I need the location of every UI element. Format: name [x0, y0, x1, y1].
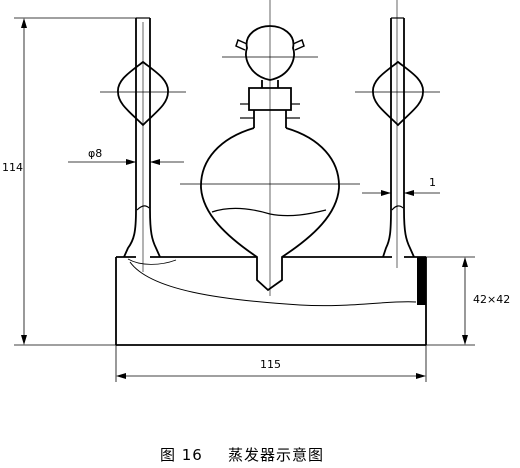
dim-label-wall: 1	[429, 176, 436, 189]
stopper-right-knob	[292, 38, 305, 51]
left-tube	[123, 17, 161, 258]
dim-diameter-8	[68, 159, 184, 165]
dim-label-base-width: 115	[260, 358, 281, 371]
dim-base-width	[115, 345, 427, 382]
right-tube	[382, 17, 415, 258]
base-block	[115, 256, 427, 346]
flask-liquid-level	[211, 207, 327, 217]
base-internal-liquid-curve	[129, 261, 417, 307]
stopper-left-knob	[235, 38, 248, 51]
flask-body	[200, 127, 340, 292]
dim-label-diameter: φ8	[88, 147, 102, 160]
figure-title: 蒸发器示意图	[228, 446, 324, 464]
right-bulb	[372, 60, 424, 127]
stopper-bulb	[245, 25, 295, 81]
figure-number: 图 16	[160, 446, 203, 464]
dim-base-height	[426, 256, 475, 346]
dim-label-base-height: 42×42	[473, 293, 510, 306]
dim-height-114	[14, 17, 136, 346]
flask-neck	[240, 80, 300, 128]
dim-wall-1	[362, 190, 440, 196]
base-internal-top-curve	[127, 258, 177, 265]
base-right-thick-edge	[417, 257, 426, 305]
dim-label-height: 114	[2, 161, 23, 174]
